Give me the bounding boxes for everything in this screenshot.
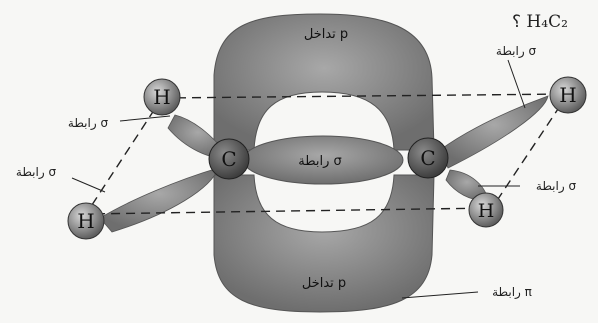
label-sigma-top-left: رابطة σ xyxy=(68,116,109,131)
label-pi-bond: رابطة π xyxy=(492,285,532,300)
pi-lobe-bottom xyxy=(213,174,435,313)
label-p-overlap-bottom: تداخل p xyxy=(302,276,346,291)
hydrogen-atom-bottom-left: H xyxy=(67,202,105,240)
pi-lobe-top xyxy=(213,13,435,151)
carbon-atom-left: C xyxy=(208,138,250,180)
svg-text:H: H xyxy=(77,209,94,233)
carbon-atom-right: C xyxy=(407,137,449,179)
hydrogen-atom-top-right: H xyxy=(549,76,587,114)
svg-text:H: H xyxy=(478,200,495,222)
leader-sigma-top-right xyxy=(507,59,526,109)
svg-text:C: C xyxy=(221,147,236,171)
svg-text:H: H xyxy=(153,85,170,109)
svg-text:H: H xyxy=(559,83,576,107)
sigma-lobe-ch-bottom-left xyxy=(99,167,219,233)
hydrogen-atom-top-left: H xyxy=(143,78,181,116)
hydrogen-atom-bottom-right: H xyxy=(468,192,504,228)
leader-sigma-left xyxy=(71,177,106,193)
molecular-formula: ؟ H₄C₂ xyxy=(512,12,568,32)
svg-text:C: C xyxy=(420,146,435,170)
label-p-overlap-top: تداخل p xyxy=(304,27,348,42)
label-sigma-right: رابطة σ xyxy=(536,179,577,194)
sigma-lobe-ch-top-right xyxy=(439,95,549,169)
leader-pi xyxy=(401,291,479,299)
label-sigma-center: رابطة σ xyxy=(298,154,342,169)
label-sigma-left: رابطة σ xyxy=(16,165,57,180)
label-sigma-top-right: رابطة σ xyxy=(496,44,537,59)
leader-sigma-top-left xyxy=(119,115,171,122)
